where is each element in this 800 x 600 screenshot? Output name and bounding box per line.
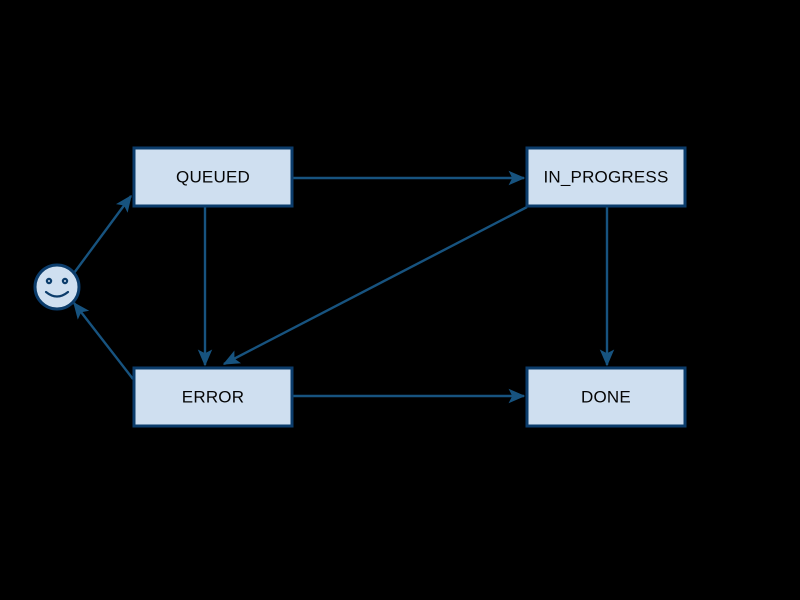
state-node-error[interactable]: ERROR: [132, 366, 294, 428]
state-node-in-progress[interactable]: IN_PROGRESS: [525, 146, 687, 208]
edge-error-to-start: [73, 301, 134, 380]
state-node-done-box: [525, 366, 687, 428]
state-node-queued-label: QUEUED: [176, 167, 250, 186]
edge-start-to-queued: [73, 194, 132, 274]
state-node-queued[interactable]: QUEUED: [132, 146, 294, 208]
start-node-eye-left: [45, 277, 53, 285]
state-node-in-progress-label: IN_PROGRESS: [543, 167, 668, 186]
edge-in-progress-to-error: [222, 205, 528, 366]
state-node-done-label: DONE: [581, 387, 631, 406]
state-node-queued-box: [132, 146, 294, 208]
state-node-in-progress-box: [525, 146, 687, 208]
state-node-done[interactable]: DONE: [525, 366, 687, 428]
edge-layer: [73, 170, 615, 404]
start-node[interactable]: [33, 263, 81, 311]
state-node-error-box: [132, 366, 294, 428]
state-node-error-label: ERROR: [182, 387, 244, 406]
start-node-circle: [33, 263, 81, 311]
start-node-eye-right: [61, 277, 69, 285]
start-node-smile: [44, 290, 70, 298]
